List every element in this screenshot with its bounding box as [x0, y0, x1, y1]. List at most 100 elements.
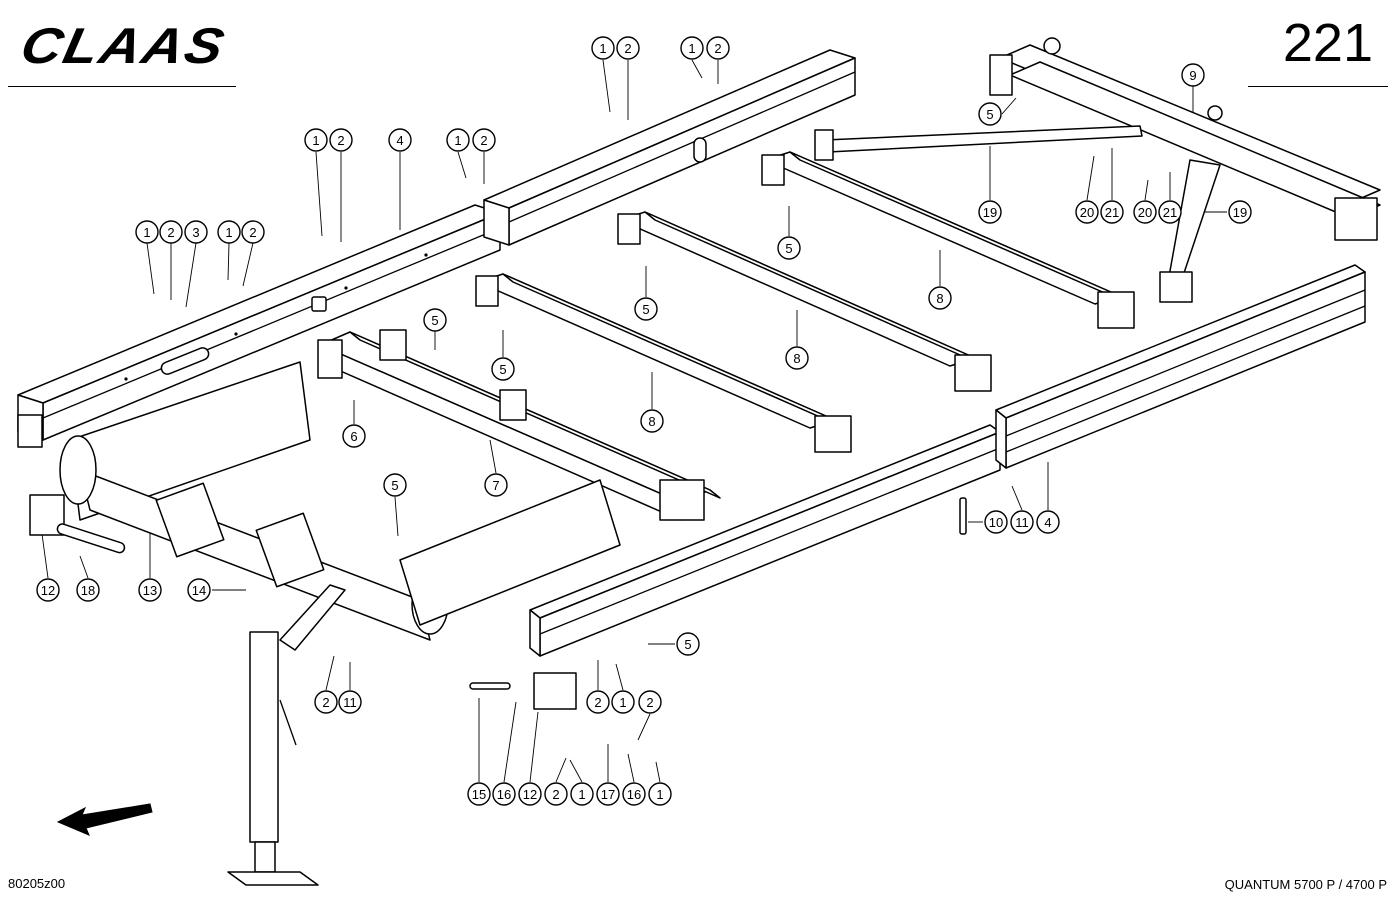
- callout-1: 1: [680, 36, 704, 60]
- callout-2: 2: [586, 690, 610, 714]
- callout-circle: [1158, 200, 1182, 224]
- callout-5: 5: [383, 473, 407, 497]
- main-frame-beam-right: [529, 264, 1366, 657]
- callout-circle: [184, 220, 208, 244]
- callout-label: 5: [499, 362, 506, 377]
- callout-circle: [383, 473, 407, 497]
- callout-8: 8: [785, 346, 809, 370]
- callout-1: 1: [591, 36, 615, 60]
- callout-label: 10: [989, 515, 1003, 530]
- callout-8: 8: [928, 286, 952, 310]
- main-frame-beam-upper: [483, 49, 856, 246]
- callout-circle: [1010, 510, 1034, 534]
- callout-2: 2: [314, 690, 338, 714]
- callout-1: 1: [446, 128, 470, 152]
- callout-12: 12: [518, 782, 542, 806]
- callout-circle: [241, 220, 265, 244]
- callout-label: 4: [396, 133, 403, 148]
- callout-label: 14: [192, 583, 206, 598]
- callout-label: 5: [431, 313, 438, 328]
- callout-2: 2: [329, 128, 353, 152]
- callout-label: 2: [646, 695, 653, 710]
- callout-5: 5: [423, 308, 447, 332]
- callout-label: 18: [81, 583, 95, 598]
- callout-circle: [159, 220, 183, 244]
- callout-12: 12: [36, 578, 60, 602]
- callout-label: 2: [167, 225, 174, 240]
- callout-circle: [586, 690, 610, 714]
- callout-circle: [785, 346, 809, 370]
- callout-circle: [36, 578, 60, 602]
- callout-label: 2: [552, 787, 559, 802]
- callout-circle: [680, 36, 704, 60]
- callout-label: 1: [454, 133, 461, 148]
- callout-label: 2: [594, 695, 601, 710]
- callout-label: 12: [41, 583, 55, 598]
- leader-lines: [41, 59, 1227, 783]
- diagonal-braces: [814, 125, 1221, 303]
- callout-1: 1: [570, 782, 594, 806]
- callout-18: 18: [76, 578, 100, 602]
- callout-circle: [518, 782, 542, 806]
- callout-label: 4: [1044, 515, 1051, 530]
- callout-circle: [596, 782, 620, 806]
- callout-circle: [611, 690, 635, 714]
- callout-label: 1: [143, 225, 150, 240]
- callout-14: 14: [187, 578, 211, 602]
- callout-6: 6: [342, 424, 366, 448]
- callout-label: 5: [391, 478, 398, 493]
- callout-circle: [338, 690, 362, 714]
- callout-label: 19: [1233, 205, 1247, 220]
- callout-4: 4: [388, 128, 412, 152]
- callout-20: 20: [1133, 200, 1157, 224]
- cross-member-2: [617, 211, 992, 392]
- callout-19: 19: [1228, 200, 1252, 224]
- rear-cross-frame: [989, 37, 1381, 241]
- callout-circle: [616, 36, 640, 60]
- callout-circle: [314, 690, 338, 714]
- callout-label: 2: [714, 41, 721, 56]
- callout-1: 1: [304, 128, 328, 152]
- callout-label: 21: [1163, 205, 1177, 220]
- callout-circle: [76, 578, 100, 602]
- callout-2: 2: [638, 690, 662, 714]
- callout-label: 1: [619, 695, 626, 710]
- callout-label: 1: [656, 787, 663, 802]
- callout-circle: [423, 308, 447, 332]
- callout-label: 5: [642, 302, 649, 317]
- callout-circle: [984, 510, 1008, 534]
- callout-11: 11: [1010, 510, 1034, 534]
- callout-label: 8: [648, 414, 655, 429]
- callout-20: 20: [1075, 200, 1099, 224]
- callout-3: 3: [184, 220, 208, 244]
- callout-label: 5: [684, 637, 691, 652]
- callout-circle: [467, 782, 491, 806]
- callout-label: 2: [337, 133, 344, 148]
- callout-circle: [622, 782, 646, 806]
- callout-label: 8: [793, 351, 800, 366]
- callout-circle: [484, 473, 508, 497]
- callout-21: 21: [1100, 200, 1124, 224]
- callout-13: 13: [138, 578, 162, 602]
- callout-label: 8: [936, 291, 943, 306]
- callout-label: 1: [312, 133, 319, 148]
- drawing-id: 80205z00: [8, 876, 66, 891]
- callout-1: 1: [611, 690, 635, 714]
- callout-circle: [648, 782, 672, 806]
- callout-2: 2: [241, 220, 265, 244]
- page-number: 221: [1282, 13, 1373, 73]
- callout-2: 2: [544, 782, 568, 806]
- callout-circle: [138, 578, 162, 602]
- callout-9: 9: [1181, 63, 1205, 87]
- callout-5: 5: [978, 102, 1002, 126]
- callout-label: 21: [1105, 205, 1119, 220]
- callout-circle: [491, 357, 515, 381]
- callout-17: 17: [596, 782, 620, 806]
- callout-label: 2: [624, 41, 631, 56]
- callout-label: 16: [497, 787, 511, 802]
- callout-circle: [591, 36, 615, 60]
- callout-circle: [978, 102, 1002, 126]
- callout-circle: [1075, 200, 1099, 224]
